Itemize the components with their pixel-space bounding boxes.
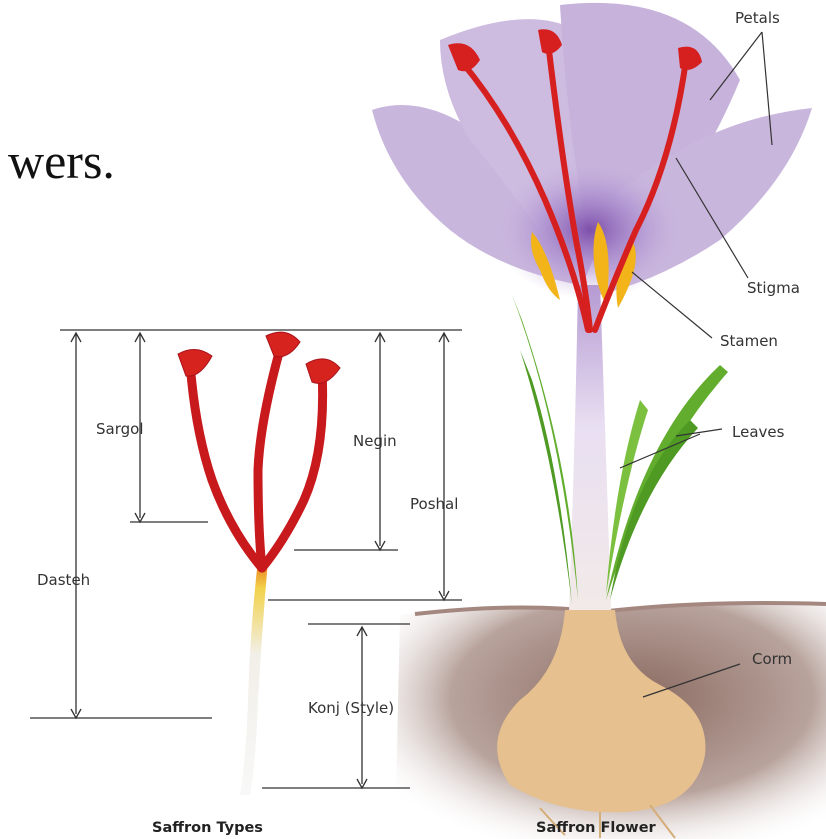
measurement-lines (30, 330, 462, 788)
label-dasteh: Dasteh (37, 571, 90, 589)
caption-saffron-types: Saffron Types (152, 820, 263, 836)
label-konj: Konj (Style) (308, 699, 394, 717)
leaves (512, 295, 728, 605)
label-sargol: Sargol (96, 420, 143, 438)
label-negin: Negin (353, 432, 397, 450)
caption-saffron-flower: Saffron Flower (536, 820, 657, 836)
saffron-threads (190, 342, 323, 568)
label-corm: Corm (752, 650, 792, 668)
flower-stem (568, 285, 612, 640)
style-thread (240, 560, 268, 795)
saffron-thread-tips (178, 332, 340, 383)
label-poshal: Poshal (410, 495, 458, 513)
label-stamen: Stamen (720, 332, 778, 350)
label-stigma: Stigma (747, 279, 800, 297)
label-petals: Petals (735, 9, 780, 27)
label-leaves: Leaves (732, 423, 785, 441)
